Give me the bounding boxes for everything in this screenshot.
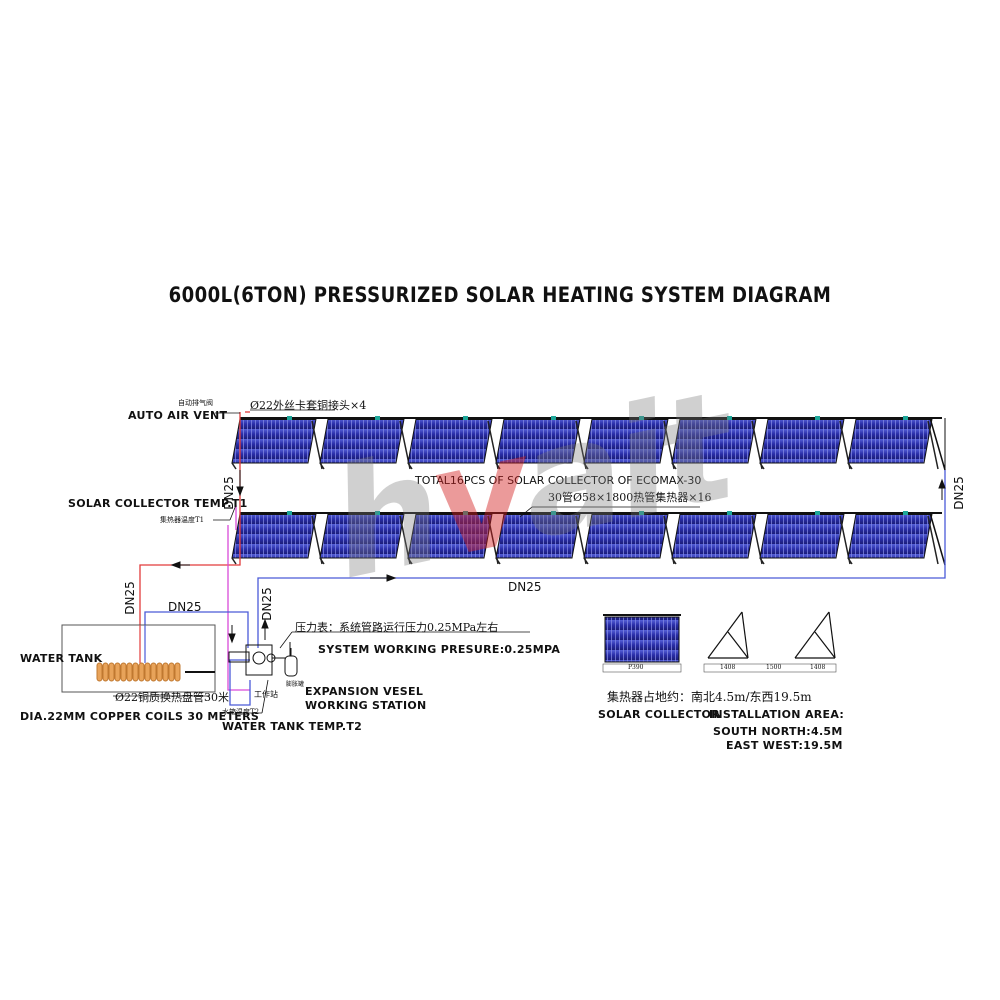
pipe-size-station: DN25 [259,587,274,621]
installation-area-cn: 集热器占地约：南北4.5m/东西19.5m [607,690,812,704]
expansion-vessel-label: EXPANSION VESEL [305,685,424,698]
collector-spec: 30管Ø58×1800热管集热器×16 [548,491,712,504]
expansion-vessel-cn: 膨胀罐 [286,681,305,688]
cold-pipe [144,470,946,706]
flow-arrows [170,470,946,644]
working-station-cn: 工作站 [254,690,278,699]
water-tank-label: WATER TANK [20,652,103,665]
leader-lines [113,409,700,714]
expansion-vessel [284,648,298,677]
east-west-dimension: EAST WEST:19.5M [726,739,843,752]
dim-frame-1: 1408 [720,664,736,671]
dim-panel: P390 [628,664,644,671]
dim-gap: 1500 [766,664,782,671]
pipe-size-tank-top: DN25 [168,600,202,614]
working-station-label: WORKING STATION [305,699,427,712]
control-wire [227,505,250,691]
installation-area-head-1: SOLAR COLLECTOR [598,708,720,721]
water-tank-temp-cn: 水箱温度T2 [222,708,260,716]
coil-spec-cn: Ø22铜质换热盘管30米 [115,691,230,704]
dim-frame-2: 1408 [810,664,826,671]
water-tank [61,624,216,693]
legend-frame-side-views [703,611,837,673]
auto-air-vent-label: AUTO AIR VENT [128,409,228,422]
pressure-gauge-cn: 压力表：系统管路运行压力0.25MPa左右 [295,621,499,634]
copper-coil [96,662,181,682]
total-collectors-label: TOTAL16PCS OF SOLAR COLLECTOR OF ECOMAX-… [415,474,702,487]
diagram-title: 6000L(6TON) PRESSURIZED SOLAR HEATING SY… [168,283,832,307]
solar-collector-temp-label: SOLAR COLLECTOR TEMP.T1 [68,497,248,510]
solar-collector-temp-cn: 集热器温度T1 [160,516,205,524]
working-pressure-label: SYSTEM WORKING PRESURE:0.25MPA [318,643,561,656]
south-north-dimension: SOUTH NORTH:4.5M [713,725,843,738]
legend-collector-front [602,614,682,673]
pipe-fitting-spec: Ø22外丝卡套铜接头×4 [250,399,367,412]
pipe-size-right: DN25 [951,476,966,510]
upper-collector-row [231,415,946,471]
water-tank-temp-label: WATER TANK TEMP.T2 [222,720,363,733]
pipe-size-top-left: DN25 [221,476,236,510]
pipe-size-tank-left: DN25 [122,581,137,615]
auto-air-vent-cn: 自动排气阀 [178,399,213,407]
pipe-size-bottom: DN25 [508,580,542,594]
coil-spec-label: DIA.22MM COPPER COILS 30 METERS [20,710,260,723]
installation-area-head-2: INSTALLATION AREA: [709,708,845,721]
